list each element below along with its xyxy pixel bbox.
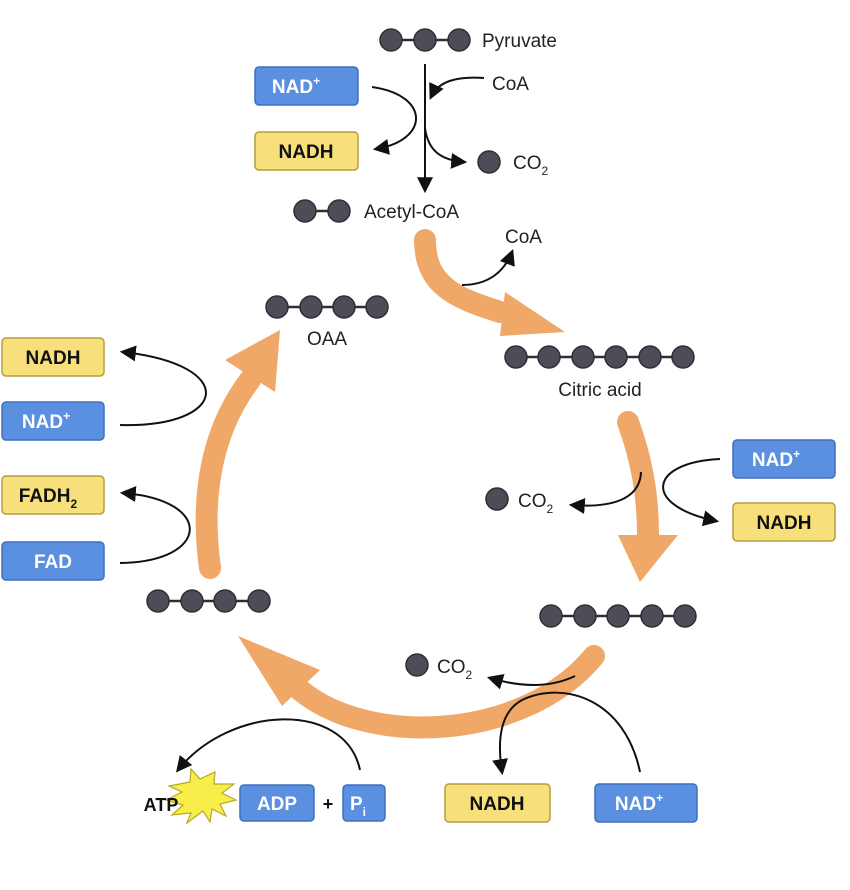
nadh-label: NADH bbox=[26, 348, 81, 369]
fad-label: FAD bbox=[34, 552, 72, 573]
nad-box-pdh: NAD+ bbox=[254, 66, 359, 106]
pyruvate-molecule: Pyruvate bbox=[379, 28, 557, 52]
nad-to-nadh-arrow-malate bbox=[119, 345, 207, 427]
nad-label: NAD bbox=[615, 794, 656, 815]
coa-in-arrow bbox=[429, 76, 485, 100]
co2-isocitrate: CO2 bbox=[485, 487, 554, 516]
nad-label: NAD bbox=[22, 412, 63, 433]
nad-to-nadh-arrow-ketoglutarate bbox=[492, 691, 641, 776]
co2-ketoglutarate: CO2 bbox=[405, 653, 473, 682]
co2-pdh: CO2 bbox=[477, 150, 549, 178]
svg-text:FADH2: FADH2 bbox=[19, 486, 78, 511]
oaa-molecule: OAA bbox=[265, 295, 389, 350]
cycle-arrowhead bbox=[618, 535, 678, 582]
cycle-arrow-citrate-to-ketoglutarate bbox=[617, 411, 659, 546]
cycle-arrow-succinate-to-oaa bbox=[195, 369, 261, 579]
coa-in-label: CoA bbox=[492, 74, 529, 95]
cycle-arrow-acetylcoa-to-citrate bbox=[414, 229, 511, 323]
nad-box-ketoglutarate: NAD+ bbox=[594, 783, 698, 823]
svg-text:CO2: CO2 bbox=[437, 657, 473, 682]
adp-box: ADP bbox=[239, 784, 315, 822]
pi-subscript: i bbox=[363, 805, 366, 819]
acetyl-coa-label: Acetyl-CoA bbox=[364, 202, 459, 223]
nad-superscript: + bbox=[313, 74, 320, 88]
svg-text:NAD+: NAD+ bbox=[272, 74, 320, 98]
co2-label: CO bbox=[437, 657, 466, 678]
co2-subscript: 2 bbox=[542, 164, 549, 178]
svg-text:Pi: Pi bbox=[350, 794, 366, 819]
fadh2-subscript: 2 bbox=[71, 497, 78, 511]
fad-box: FAD bbox=[1, 541, 105, 581]
fad-to-fadh2-arrow bbox=[119, 486, 191, 564]
pi-box: Pi bbox=[342, 784, 386, 822]
nadh-label: NADH bbox=[470, 794, 525, 815]
co2-label: CO bbox=[513, 153, 542, 174]
citric-acid-label: Citric acid bbox=[558, 380, 641, 401]
nad-box-malate: NAD+ bbox=[1, 401, 105, 441]
nad-to-nadh-arrow-pdh bbox=[371, 86, 417, 155]
co2-release-arrow-isocitrate bbox=[568, 471, 642, 514]
svg-text:NAD+: NAD+ bbox=[752, 447, 800, 471]
cycle-arrowhead bbox=[225, 330, 280, 392]
oaa-label: OAA bbox=[307, 329, 347, 350]
co2-subscript: 2 bbox=[466, 668, 473, 682]
svg-text:CO2: CO2 bbox=[513, 153, 549, 178]
nadh-box-isocitrate: NADH bbox=[732, 502, 836, 542]
ketoglutarate-molecule bbox=[539, 604, 697, 628]
adp-to-atp-arrow bbox=[175, 718, 361, 773]
co2-label: CO bbox=[518, 491, 547, 512]
atp-star: ATP bbox=[144, 767, 238, 825]
svg-text:NAD+: NAD+ bbox=[615, 791, 663, 815]
acetyl-coa-molecule: Acetyl-CoA bbox=[293, 199, 459, 223]
nadh-box-pdh: NADH bbox=[254, 131, 359, 171]
adp-label: ADP bbox=[257, 794, 297, 815]
nad-label: NAD bbox=[272, 77, 313, 98]
coa-out-arrow bbox=[461, 249, 515, 286]
nad-to-nadh-arrow-isocitrate bbox=[662, 458, 721, 527]
nad-label: NAD bbox=[752, 450, 793, 471]
pi-label: P bbox=[350, 794, 363, 815]
nad-superscript: + bbox=[63, 409, 70, 423]
nadh-label: NADH bbox=[279, 142, 334, 163]
succinate-molecule bbox=[146, 589, 271, 613]
co2-release-arrow-ketoglutarate bbox=[486, 674, 576, 690]
nadh-label: NADH bbox=[757, 513, 812, 534]
co2-release-arrow-pdh bbox=[424, 127, 468, 169]
coa-out-label: CoA bbox=[505, 227, 542, 248]
fadh2-label: FADH bbox=[19, 486, 71, 507]
atp-label: ATP bbox=[144, 795, 179, 815]
svg-text:CO2: CO2 bbox=[518, 491, 554, 516]
nad-box-isocitrate: NAD+ bbox=[732, 439, 836, 479]
cycle-arrows bbox=[195, 229, 678, 739]
co2-subscript: 2 bbox=[547, 502, 554, 516]
nad-superscript: + bbox=[793, 447, 800, 461]
cycle-arrow-ketoglutarate-to-succinate bbox=[289, 645, 605, 739]
cycle-arrowhead bbox=[500, 292, 565, 336]
fadh2-box: FADH2 bbox=[1, 475, 105, 515]
plus-sign: + bbox=[323, 794, 334, 814]
pyruvate-label: Pyruvate bbox=[482, 31, 557, 52]
svg-text:NAD+: NAD+ bbox=[22, 409, 70, 433]
nadh-box-ketoglutarate: NADH bbox=[444, 783, 551, 823]
nad-superscript: + bbox=[656, 791, 663, 805]
cycle-arrowhead bbox=[238, 636, 320, 706]
nadh-box-malate: NADH bbox=[1, 337, 105, 377]
citric-acid-molecule: Citric acid bbox=[504, 345, 695, 401]
